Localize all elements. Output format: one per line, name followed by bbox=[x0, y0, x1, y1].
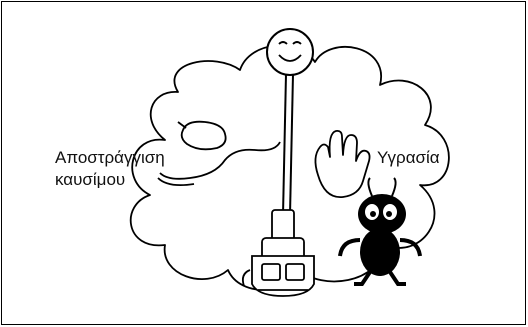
fuel-can-icon bbox=[158, 122, 280, 185]
fuel-drain-label-line1: Αποστράγγιση bbox=[55, 147, 165, 169]
fuel-drain-label: Αποστράγγιση καυσίμου bbox=[55, 147, 165, 191]
fuel-drain-label-line2: καυσίμου bbox=[55, 169, 165, 191]
smiling-face-icon bbox=[267, 29, 313, 75]
raised-hand-icon bbox=[315, 131, 369, 197]
engine-unit-icon bbox=[243, 210, 314, 296]
pole-left bbox=[283, 74, 286, 215]
humidity-label: Υγρασία bbox=[377, 147, 440, 169]
pole-right bbox=[290, 74, 293, 215]
